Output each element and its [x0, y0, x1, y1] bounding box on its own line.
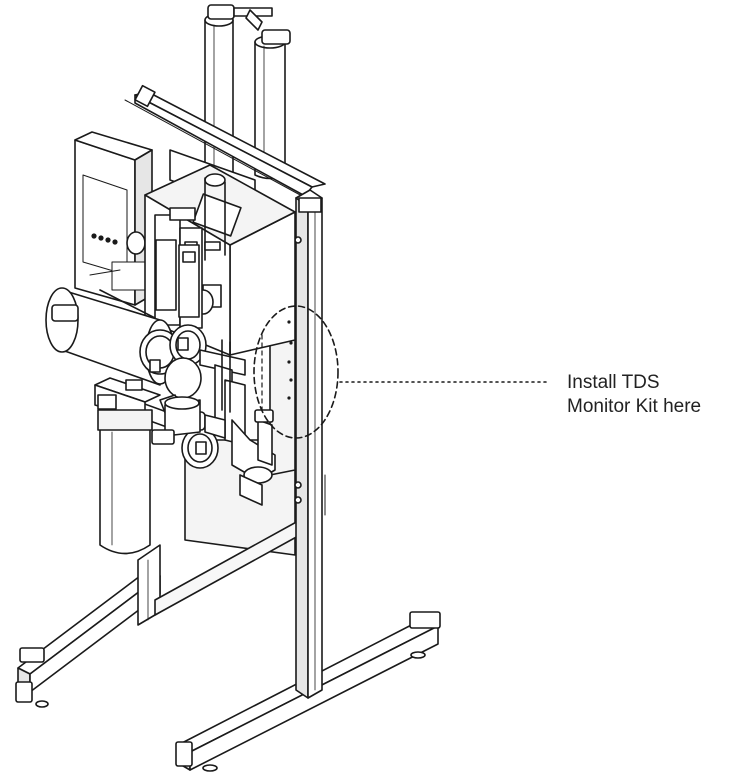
solenoid: [151, 396, 201, 445]
pressure-gauges: [139, 324, 219, 469]
tds-mount-location: [253, 305, 339, 439]
front-upright: [294, 189, 326, 699]
flow-meters: [155, 239, 200, 318]
top-frame-bar: [124, 84, 326, 197]
callout-line-2: Monitor Kit here: [567, 396, 702, 417]
rear-upright: [137, 519, 301, 626]
callout-line-1: Install TDS: [567, 372, 660, 393]
controller-box: [74, 131, 153, 306]
prefilter-housing: [94, 377, 161, 555]
plumbing: [119, 339, 276, 506]
callout-label: Install TDS Monitor Kit here: [567, 371, 701, 419]
base: [15, 569, 441, 772]
